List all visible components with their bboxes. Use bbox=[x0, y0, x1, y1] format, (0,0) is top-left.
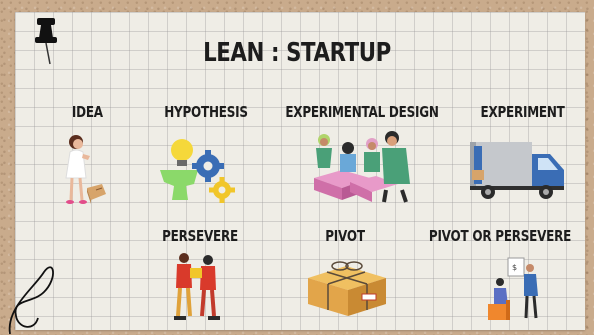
tied-parcel-icon bbox=[308, 261, 386, 316]
handshake-box-icon bbox=[174, 253, 220, 320]
step-label-experiment: EXPERIMENT bbox=[480, 103, 565, 121]
step-label-pivot-or-persevere: PIVOT OR PERSEVERE bbox=[428, 227, 572, 245]
step-label-idea: IDEA bbox=[71, 103, 103, 121]
svg-text:$: $ bbox=[512, 263, 517, 272]
page-title: LEAN : STARTUP bbox=[203, 38, 391, 68]
business-meeting-icon: $ bbox=[488, 257, 538, 320]
step-label-pivot: PIVOT bbox=[325, 227, 365, 245]
step-label-persevere: PERSEVERE bbox=[162, 227, 238, 245]
team-packing-boxes-icon bbox=[314, 131, 410, 203]
gears-lightbulb-icon bbox=[160, 139, 235, 203]
step-label-hypothesis: HYPOTHESIS bbox=[164, 103, 248, 121]
woman-with-box-icon bbox=[65, 135, 106, 204]
swirl-doodle-icon bbox=[8, 266, 54, 335]
delivery-truck-icon bbox=[470, 142, 564, 199]
push-pin-icon bbox=[35, 18, 57, 65]
step-label-experimental-design: EXPERIMENTAL DESIGN bbox=[285, 103, 439, 121]
